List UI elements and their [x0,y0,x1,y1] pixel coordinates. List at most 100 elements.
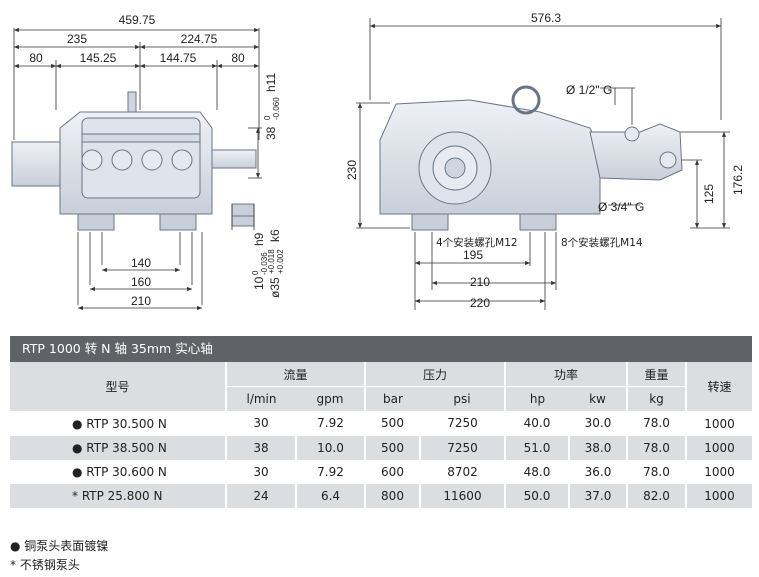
cell-kg: 82.0 [626,483,686,508]
col-pressure: 压力 [364,362,505,387]
cell-kw: 37.0 [568,483,627,508]
unit-hp: hp [504,386,569,411]
cell-lmin: 38 [225,435,296,460]
shaft-diameter-label: ø35 +0.018 +0.002 k6 [267,229,285,298]
shaft-dia: ø35 [268,277,282,298]
cell-bar: 500 [364,411,420,436]
dim-230: 230 [345,160,359,180]
cell-psi: 8702 [419,459,505,484]
key-tol-upper: 0 [251,270,260,275]
shaft-fit: h11 [264,73,278,92]
table-row: ● RTP 30.600 N 30 7.92 600 8702 48.0 36.… [10,459,752,484]
cell-psi: 7250 [419,411,505,436]
shaft-tol-upper: 0 [263,115,272,120]
cell-rpm: 1000 [685,483,752,508]
footnote-nickel: ● 铜泵头表面镀镍 [10,539,109,553]
col-flow: 流量 [225,362,365,387]
shaft-tol-lower: -0.060 [272,97,281,120]
inlet-thread-label: Ø 1/2" G [566,83,612,97]
cell-psi: 11600 [419,483,505,508]
cell-model: ● RTP 30.600 N [10,459,226,484]
footnote-stainless: * 不锈钢泵头 [10,558,80,572]
unit-kw: kw [569,386,627,411]
unit-psi: psi [420,386,505,411]
cell-kg: 78.0 [626,411,686,436]
col-model: 型号 [10,362,226,412]
dim-176-2: 176.2 [731,165,745,195]
dim-80-right: 80 [231,51,245,65]
dim-144-75: 144.75 [160,51,197,65]
cell-model: ● RTP 38.500 N [10,435,226,460]
cell-rpm: 1000 [685,435,752,460]
dim-210-side: 210 [470,275,490,289]
shaft-dia-lower: +0.002 [276,249,285,274]
dim-220: 220 [470,296,490,310]
dim-80-left: 80 [29,51,43,65]
shaft-dia-fit: k6 [268,229,282,242]
dim-230-group: 230 [345,160,359,180]
unit-lmin: l/min [225,386,296,411]
dim-140: 140 [131,256,151,270]
cell-gpm: 10.0 [295,435,365,460]
key-fit: h9 [252,232,266,246]
key-dim: 10 [252,276,266,290]
unit-gpm: gpm [296,386,365,411]
cell-model: ● RTP 30.500 N [10,411,226,436]
dim-160: 160 [131,275,151,289]
cell-bar: 600 [364,459,420,484]
dim-176-2-group: 176.2 [731,165,745,195]
cell-hp: 40.0 [504,411,569,436]
unit-bar: bar [364,386,420,411]
cell-rpm: 1000 [685,411,752,436]
cell-bar: 500 [364,435,420,460]
cell-kw: 30.0 [568,411,627,436]
shaft-dim: 38 [264,126,278,140]
technical-drawing: 459.75 235 224.75 80 145.25 144.75 80 38… [11,11,745,311]
footnotes: ● 铜泵头表面镀镍 * 不锈钢泵头 [10,537,108,575]
spec-title: RTP 1000 转 N 轴 35mm 实心轴 [10,336,752,362]
key-tolerance-label: 10 0 -0.036 h9 [251,232,269,290]
dim-195: 195 [463,248,483,262]
pump-drawing-svg: 459.75 235 224.75 80 145.25 144.75 80 38… [11,11,745,311]
cell-psi: 7250 [419,435,505,460]
dim-235: 235 [67,32,87,46]
col-power: 功率 [504,362,627,387]
cell-kg: 78.0 [626,435,686,460]
cell-gpm: 7.92 [295,411,365,436]
cell-kw: 36.0 [568,459,627,484]
table-row: ● RTP 38.500 N 38 10.0 500 7250 51.0 38.… [10,435,752,460]
cell-model: * RTP 25.800 N [10,483,226,508]
dim-576-3: 576.3 [531,11,561,25]
cell-lmin: 24 [225,483,296,508]
cell-gpm: 6.4 [295,483,365,508]
unit-kg: kg [626,386,686,411]
dim-145-25: 145.25 [80,51,117,65]
cell-lmin: 30 [225,459,296,484]
cell-gpm: 7.92 [295,459,365,484]
key-tol-lower: -0.036 [260,252,269,275]
mount-holes-m14: 8个安装螺孔M14 [561,236,643,249]
cell-hp: 51.0 [504,435,569,460]
outlet-thread-label: Ø 3/4" G [598,200,644,214]
side-view-pump [356,18,730,310]
table-row: * RTP 25.800 N 24 6.4 800 11600 50.0 37.… [10,483,752,508]
cell-lmin: 30 [225,411,296,436]
cell-hp: 50.0 [504,483,569,508]
dim-125-group: 125 [702,184,716,204]
dim-459-75: 459.75 [119,13,156,27]
dim-224-75: 224.75 [181,32,218,46]
col-weight: 重量 [626,362,686,387]
col-speed: 转速 [685,362,752,412]
shaft-tolerance-label: 38 0 -0.060 h11 [263,73,281,140]
spec-table-section: RTP 1000 转 N 轴 35mm 实心轴 型号 流量 压力 功率 重量 转… [10,336,752,508]
cell-kg: 78.0 [626,459,686,484]
table-row: ● RTP 30.500 N 30 7.92 500 7250 40.0 30.… [10,411,752,436]
cell-bar: 800 [364,483,420,508]
shaft-dia-upper: +0.018 [267,249,276,274]
mount-holes-m12: 4个安装螺孔M12 [436,236,518,249]
dim-210: 210 [131,294,151,308]
cell-kw: 38.0 [568,435,627,460]
cell-rpm: 1000 [685,459,752,484]
dim-125: 125 [702,184,716,204]
front-view-pump [11,27,262,311]
